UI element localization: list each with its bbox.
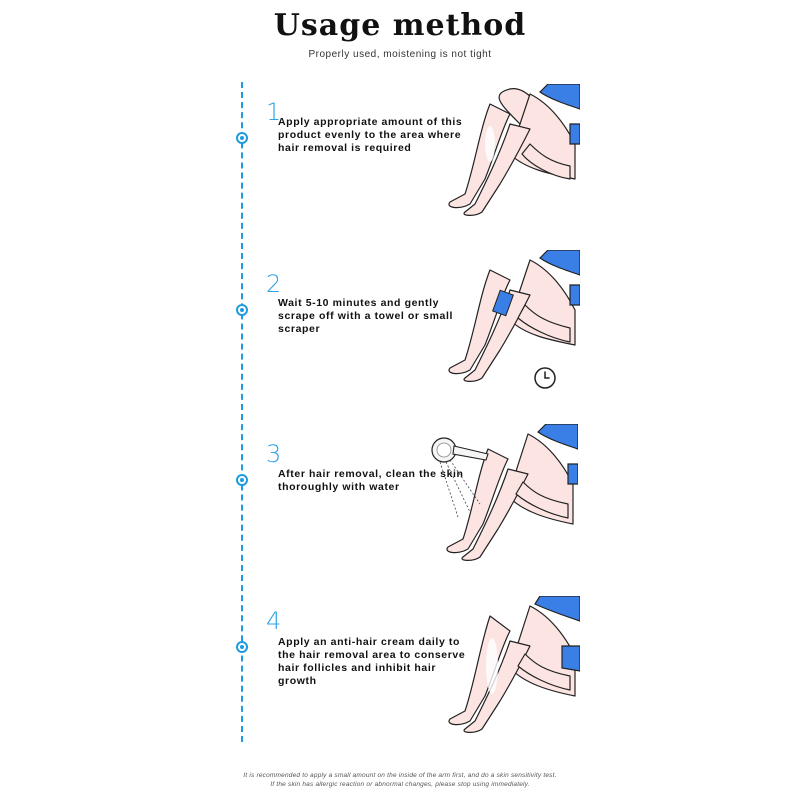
illustration-apply-cream xyxy=(448,84,580,216)
shower-head-icon xyxy=(431,437,489,518)
step-number-4: 4 xyxy=(266,607,282,635)
illustration-rinse xyxy=(446,424,578,561)
step-text-4: Apply an anti-hair cream daily to the ha… xyxy=(278,636,466,687)
timeline-line xyxy=(241,82,243,742)
step-text-1: Apply appropriate amount of this product… xyxy=(278,116,463,154)
page-subtitle: Properly used, moistening is not tight xyxy=(308,49,492,60)
timeline-dot-icon xyxy=(236,132,248,144)
footnote-line-1: It is recommended to apply a small amoun… xyxy=(243,772,557,779)
page-title: Usage method xyxy=(273,8,527,43)
step-number-3: 3 xyxy=(266,440,282,468)
step-number-1: 1 xyxy=(266,98,282,126)
footnote-line-2: If the skin has allergic reaction or abn… xyxy=(270,781,530,788)
step-text-2: Wait 5-10 minutes and gently scrape off … xyxy=(278,297,453,335)
step-number-2: 2 xyxy=(266,270,282,298)
illustration-daily-cream xyxy=(448,596,580,733)
timeline-dot-icon xyxy=(236,304,248,316)
step-text-3: After hair removal, clean the skin thoro… xyxy=(278,468,464,493)
clock-icon xyxy=(534,367,556,389)
timeline-dot-icon xyxy=(236,641,248,653)
timeline-dot-icon xyxy=(236,474,248,486)
illustration-scrape xyxy=(448,250,580,382)
